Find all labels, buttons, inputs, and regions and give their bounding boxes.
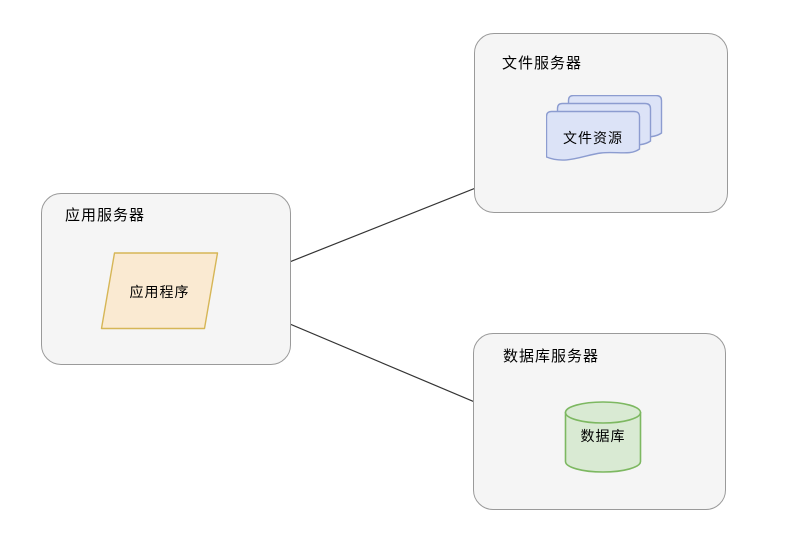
file-server-box [474,33,728,213]
app-node-parallelogram [100,252,219,330]
db-node-label: 数据库 [580,428,626,444]
db-server-title: 数据库服务器 [503,348,600,365]
app-server-title: 应用服务器 [65,207,146,224]
file-node-label: 文件资源 [563,130,623,146]
file-node-document-stack [546,95,663,161]
app-node-label: 应用程序 [129,284,190,300]
file-server-title: 文件服务器 [502,55,583,72]
db-node-cylinder [564,401,642,473]
